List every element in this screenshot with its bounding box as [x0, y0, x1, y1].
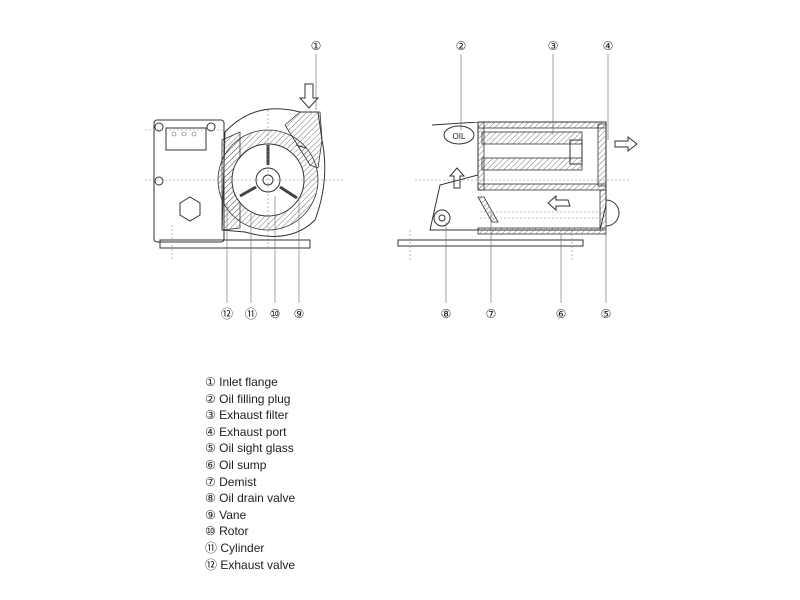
legend-label: Demist [219, 474, 257, 489]
callout-2: ② [456, 39, 467, 53]
callout-8: ⑧ [441, 307, 452, 321]
callout-5: ⑤ [601, 307, 612, 321]
front-callouts: ① ⑫ ⑪ ⑩ ⑨ [221, 39, 321, 321]
callout-3: ③ [548, 39, 559, 53]
legend-label: Oil filling plug [219, 391, 291, 406]
legend-label: Rotor [219, 524, 249, 539]
legend-label: Oil drain valve [219, 491, 296, 506]
legend-item: ⑤ Oil sight glass [205, 440, 295, 457]
legend-number: ⑨ [205, 507, 216, 522]
legend-item: ⑥ Oil sump [205, 457, 295, 474]
legend-number: ④ [205, 424, 216, 439]
legend-item: ⑪ Cylinder [205, 540, 295, 557]
legend-item: ⑩ Rotor [205, 523, 295, 540]
callout-6: ⑥ [556, 307, 567, 321]
legend-item: ① Inlet flange [205, 374, 295, 391]
legend-number: ⑪ [205, 540, 218, 555]
callout-4: ④ [603, 39, 614, 53]
callout-12: ⑫ [221, 307, 233, 321]
legend-number: ⑩ [205, 524, 216, 539]
legend-item: ③ Exhaust filter [205, 407, 295, 424]
legend-label: Exhaust filter [219, 408, 289, 423]
legend-number: ③ [205, 408, 216, 423]
front-section-view [145, 83, 345, 260]
legend-label: Vane [219, 507, 247, 522]
oil-plug-label: OIL [453, 132, 466, 141]
callout-7: ⑦ [486, 307, 497, 321]
legend-item: ④ Exhaust port [205, 424, 295, 441]
callout-11: ⑪ [245, 307, 257, 321]
legend-label: Oil sump [219, 457, 267, 472]
legend-number: ⑦ [205, 474, 216, 489]
callout-9: ⑨ [294, 307, 305, 321]
callout-1: ① [311, 39, 322, 53]
legend-number: ① [205, 375, 216, 389]
side-section-view: OIL [397, 121, 638, 260]
legend-item: ② Oil filling plug [205, 391, 295, 408]
legend-item: ⑫ Exhaust valve [205, 557, 295, 574]
callout-10: ⑩ [270, 307, 281, 321]
legend-number: ② [205, 391, 216, 406]
legend-number: ⑧ [205, 491, 216, 506]
legend-item: ⑨ Vane [205, 507, 295, 524]
legend-label: Oil sight glass [219, 441, 294, 456]
legend-label: Cylinder [220, 540, 265, 555]
legend-number: ⑥ [205, 457, 216, 472]
legend-item: ⑦ Demist [205, 474, 295, 491]
legend-item: ⑧ Oil drain valve [205, 490, 295, 507]
legend-label: Exhaust valve [220, 557, 296, 572]
side-callouts: ② ③ ④ ⑧ ⑦ ⑥ ⑤ [441, 39, 614, 321]
legend-label: Exhaust port [219, 424, 287, 439]
legend-number: ⑫ [205, 557, 218, 572]
legend-label: Inlet flange [219, 375, 278, 389]
legend-number: ⑤ [205, 441, 216, 456]
parts-legend: ① Inlet flange ② Oil filling plug ③ Exha… [205, 374, 295, 573]
